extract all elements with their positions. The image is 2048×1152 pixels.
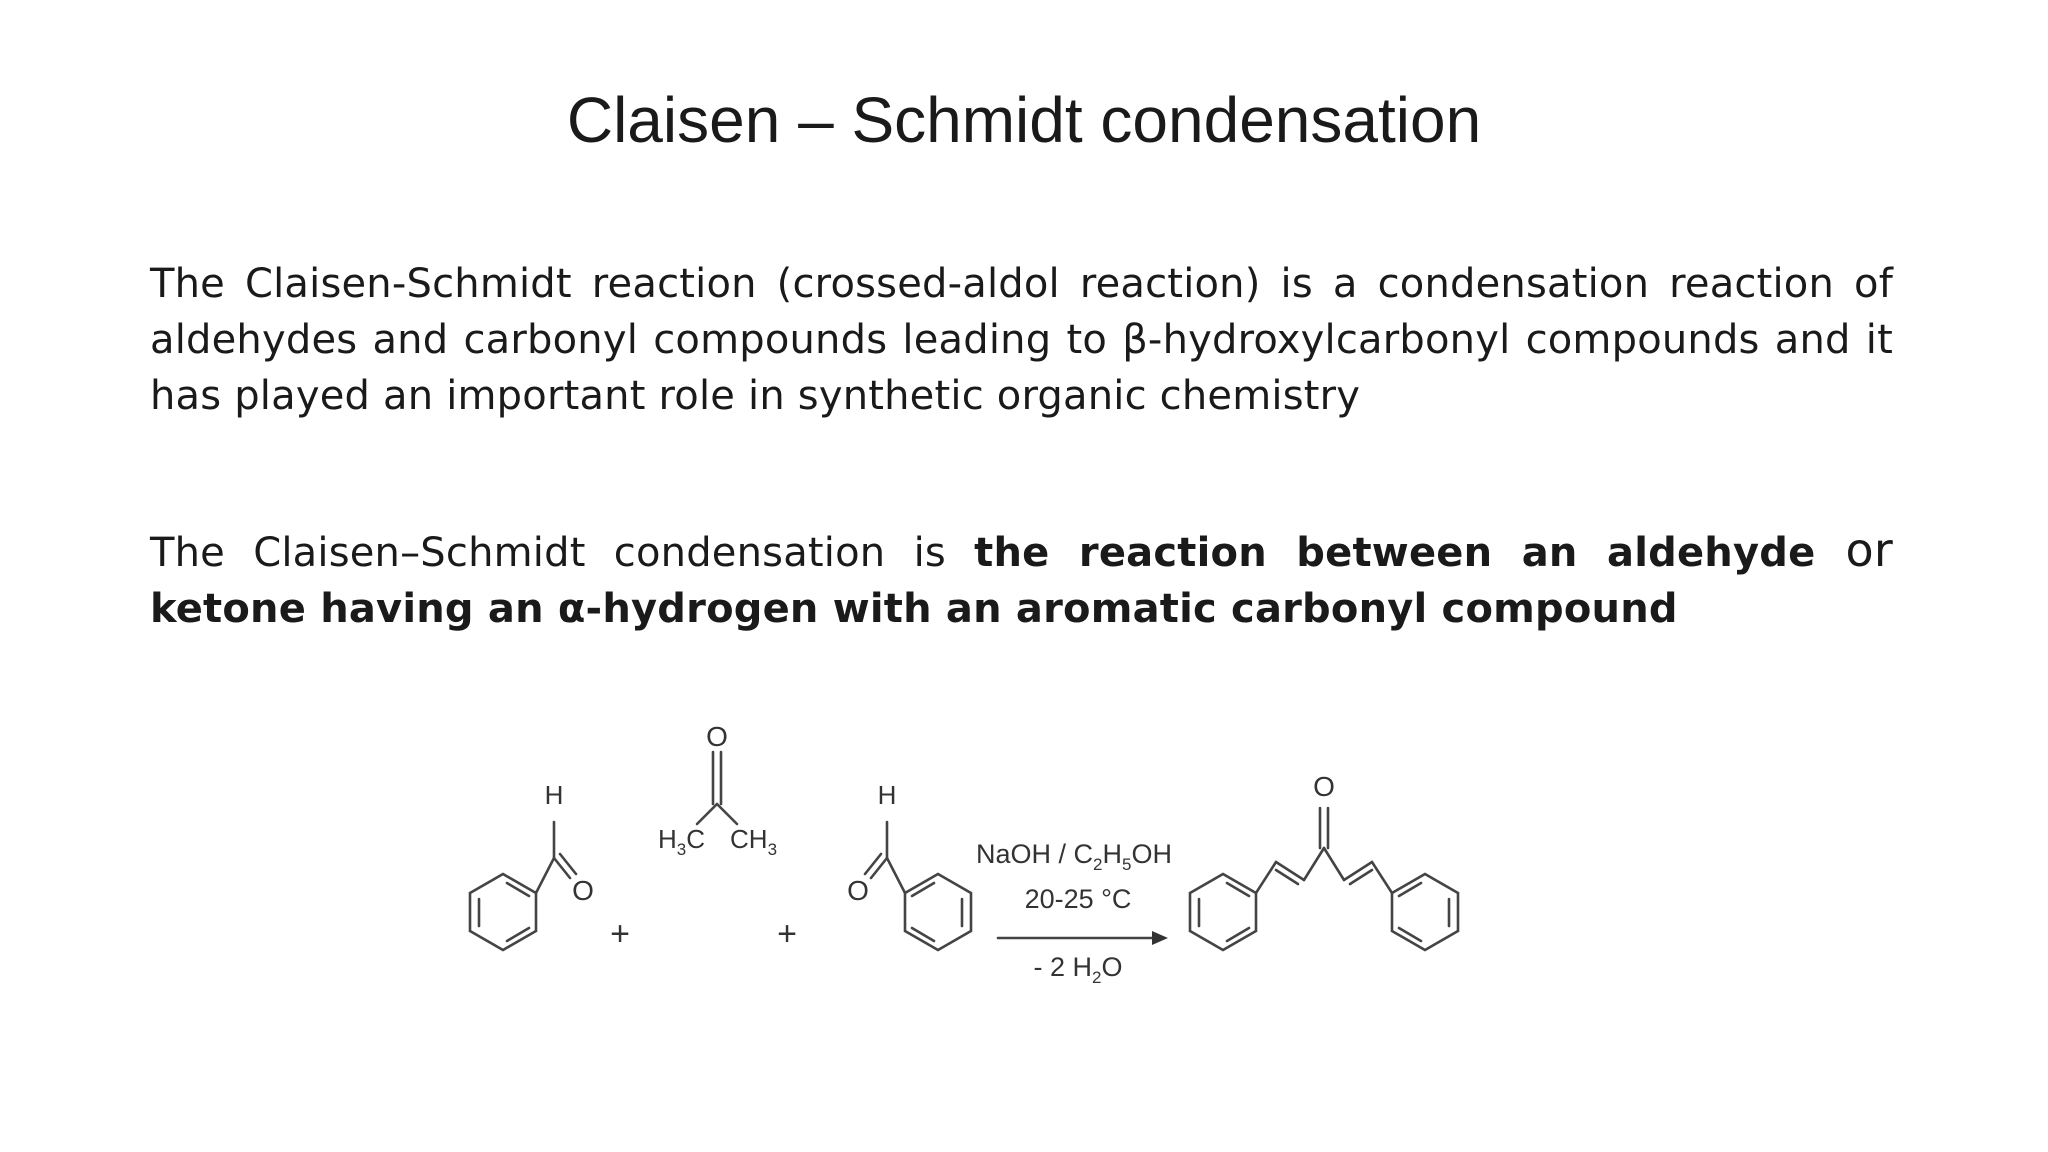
conditions-line-3: - 2 H2O — [1034, 952, 1123, 987]
condensation-paragraph: The Claisen–Schmidt condensation is the … — [150, 522, 1893, 637]
plus-sign-2: + — [777, 915, 797, 953]
aldehyde1-h-label: H — [545, 780, 564, 810]
product-o-label: O — [1313, 771, 1335, 802]
acetone-h3c-label: H3C — [658, 824, 705, 859]
arrow-head — [1152, 931, 1168, 945]
condensation-text-bold-aldehyde: the reaction between an aldehyde — [974, 530, 1816, 576]
conditions-line-1: NaOH / C2H5OH — [976, 839, 1172, 874]
definition-paragraph: The Claisen-Schmidt reaction (crossed-al… — [150, 261, 1893, 419]
slide-title: Claisen – Schmidt condensation — [566, 84, 1482, 156]
reaction-scheme: H O + O H3C CH3 + H O NaOH / C2H5OH 20-2… — [468, 721, 1460, 987]
acetone-ch3-label: CH3 — [730, 824, 777, 859]
condensation-text-or: or — [1815, 523, 1893, 577]
plus-sign-1: + — [610, 915, 630, 953]
product-dibenzylideneacetone — [1188, 806, 1460, 952]
aldehyde2-o-label: O — [847, 875, 869, 906]
acetone — [695, 750, 739, 826]
aldehyde2-h-label: H — [878, 780, 897, 810]
conditions-line-2: 20-25 °C — [1025, 884, 1132, 914]
acetone-o-label: O — [706, 721, 728, 752]
condensation-text-intro: The Claisen–Schmidt condensation is — [150, 530, 975, 576]
benzaldehyde-1 — [468, 820, 578, 952]
benzaldehyde-2 — [863, 820, 973, 952]
aldehyde1-o-label: O — [572, 875, 594, 906]
condensation-text-bold-ketone: ketone having an α-hydrogen with an arom… — [150, 586, 1678, 632]
